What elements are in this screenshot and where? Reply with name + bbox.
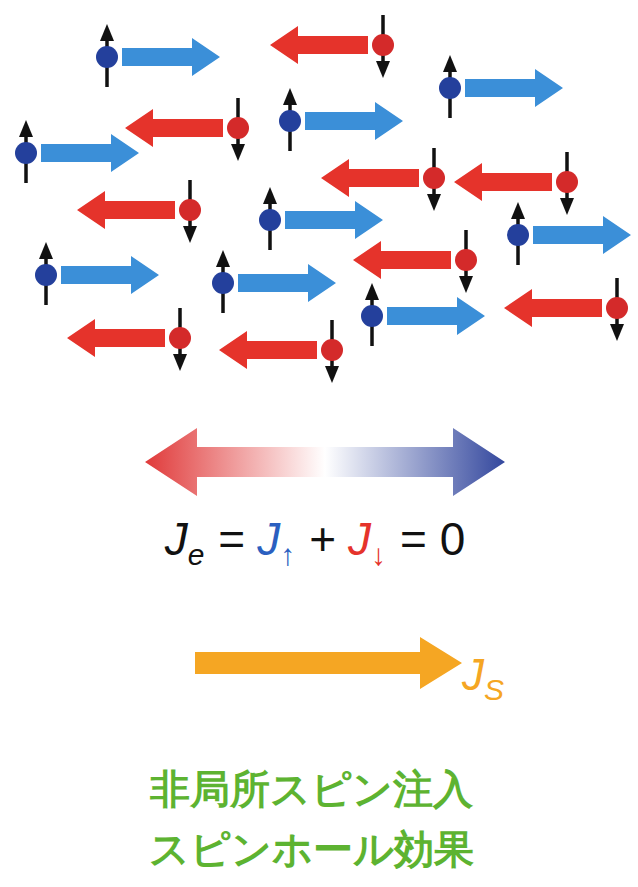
operator: + xyxy=(309,512,336,566)
operator: = 0 xyxy=(400,512,465,566)
spin-down-electrons xyxy=(67,15,628,383)
text-row: スピンホール効果 xyxy=(0,822,630,877)
spin-current-arrow xyxy=(195,637,462,689)
subscript: ↑ xyxy=(280,538,295,572)
current-symbol: J xyxy=(165,512,188,566)
double-arrow xyxy=(145,428,505,496)
subscript: ↓ xyxy=(371,538,386,572)
text-row: 非局所スピン注入 xyxy=(0,762,630,817)
subscript: e xyxy=(188,538,205,572)
subscript: S xyxy=(484,673,504,707)
spin-current-symbol: J xyxy=(462,650,484,700)
text-row: JS xyxy=(462,650,504,700)
operator: = xyxy=(218,512,245,566)
current-symbol: J xyxy=(348,512,371,566)
spin-up-electrons xyxy=(15,24,631,346)
text-row: Je=J↑+J↓= 0 xyxy=(0,512,634,566)
caption-line: スピンホール効果 xyxy=(149,822,474,877)
current-symbol: J xyxy=(257,512,280,566)
caption-line: 非局所スピン注入 xyxy=(150,762,473,817)
